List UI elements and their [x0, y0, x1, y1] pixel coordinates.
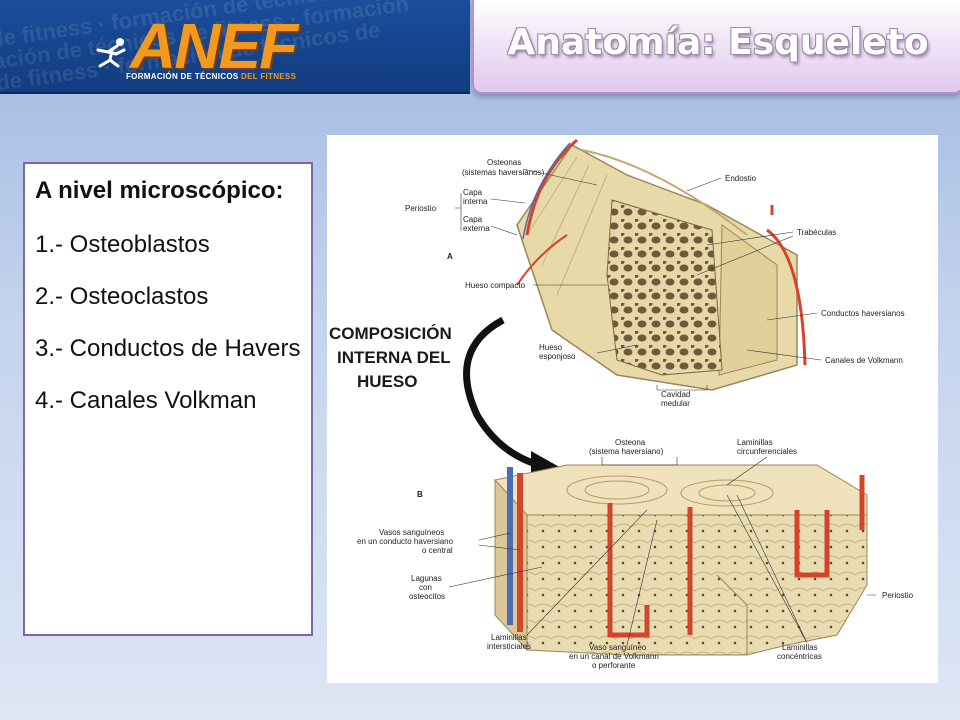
label-osteona-sub: (sistema haversiano)	[589, 447, 664, 456]
label-cavidad-medular-2: medular	[661, 399, 690, 408]
label-vasos-3: o central	[422, 546, 453, 555]
label-endostio: Endostio	[725, 174, 757, 183]
label-capa-externa-1: Capa	[463, 215, 483, 224]
label-vaso-volk-2: en un canal de Volkmann	[569, 652, 659, 661]
composition-line-1: COMPOSICIÓN	[329, 324, 452, 343]
label-osteona: Osteona	[615, 438, 646, 447]
label-lagunas-2: con	[419, 583, 432, 592]
label-laminillas-circ-1: Laminillas	[737, 438, 773, 447]
label-osteonas: Osteonas	[487, 158, 521, 167]
label-panel-b: B	[417, 490, 423, 499]
runner-icon	[96, 38, 126, 68]
label-panel-a: A	[447, 252, 453, 261]
label-capa-interna-1: Capa	[463, 188, 483, 197]
label-capa-interna-2: interna	[463, 197, 488, 206]
label-cavidad-medular-1: Cavidad	[661, 390, 690, 399]
title-banner: Anatomía: Esqueleto	[472, 0, 960, 94]
tagline-prefix: FORMACIÓN DE TÉCNICOS	[126, 72, 242, 81]
label-hueso-compacto: Hueso compacto	[465, 281, 526, 290]
bone-illustration: Osteonas (sistemas haversianos) Periosti…	[329, 138, 914, 670]
label-laminillas-int-1: Laminillas	[491, 633, 527, 642]
label-trabeculas: Trabéculas	[797, 228, 836, 237]
logo-tagline: FORMACIÓN DE TÉCNICOS DEL FITNESS	[126, 72, 296, 81]
list-item: 2.- Osteoclastos	[35, 283, 209, 310]
label-laminillas-int-2: intersticiales	[487, 642, 531, 651]
label-laminillas-conc-1: Laminillas	[782, 643, 818, 652]
label-lagunas-1: Lagunas	[411, 574, 442, 583]
label-capa-externa-2: externa	[463, 224, 490, 233]
label-hueso-esponjoso-1: Hueso	[539, 343, 563, 352]
label-vaso-volk-3: o perforante	[592, 661, 636, 670]
anef-logo: de fitness · formación de técnicos de fi…	[0, 0, 470, 94]
label-vasos-2: en un conducto haversiano	[357, 537, 454, 546]
label-laminillas-conc-2: concéntricas	[777, 652, 822, 661]
list-item: 1.- Osteoblastos	[35, 231, 210, 258]
content-text-box: A nivel microscópico: 1.- Osteoblastos 2…	[23, 162, 313, 636]
label-vaso-volk-1: Vaso sanguíneo	[589, 643, 647, 652]
content-heading: A nivel microscópico:	[35, 177, 284, 204]
label-osteonas-sub: (sistemas haversianos)	[462, 168, 545, 177]
composition-line-3: HUESO	[357, 372, 417, 391]
composition-label: COMPOSICIÓN INTERNA DEL HUESO	[329, 324, 452, 391]
label-canales-volkmann: Canales de Volkmann	[825, 356, 903, 365]
label-laminillas-circ-2: circunferenciales	[737, 447, 797, 456]
panel-b-osteon-block	[494, 464, 868, 656]
panel-b-labels: B Osteona (sistema haversiano) Laminilla…	[357, 438, 914, 670]
panel-a-labels: Osteonas (sistemas haversianos) Periosti…	[405, 158, 905, 408]
label-periostio-b: Periostio	[882, 591, 914, 600]
list-item: 4.- Canales Volkman	[35, 387, 257, 414]
panel-a-bone	[516, 138, 807, 391]
label-lagunas-3: osteocitos	[409, 592, 445, 601]
label-vasos-1: Vasos sanguíneos	[379, 528, 444, 537]
label-conductos-haversianos: Conductos haversianos	[821, 309, 905, 318]
label-periostio-a: Periostio	[405, 204, 437, 213]
logo-wordmark: ANEF	[130, 10, 298, 82]
composition-line-2: INTERNA DEL	[337, 348, 451, 367]
page-title: Anatomía: Esqueleto	[507, 22, 929, 63]
bone-diagram-image: Osteonas (sistemas haversianos) Periosti…	[327, 135, 938, 683]
tagline-suffix: DEL FITNESS	[241, 72, 297, 81]
label-hueso-esponjoso-2: esponjoso	[539, 352, 576, 361]
list-item: 3.- Conductos de Havers	[35, 335, 301, 362]
